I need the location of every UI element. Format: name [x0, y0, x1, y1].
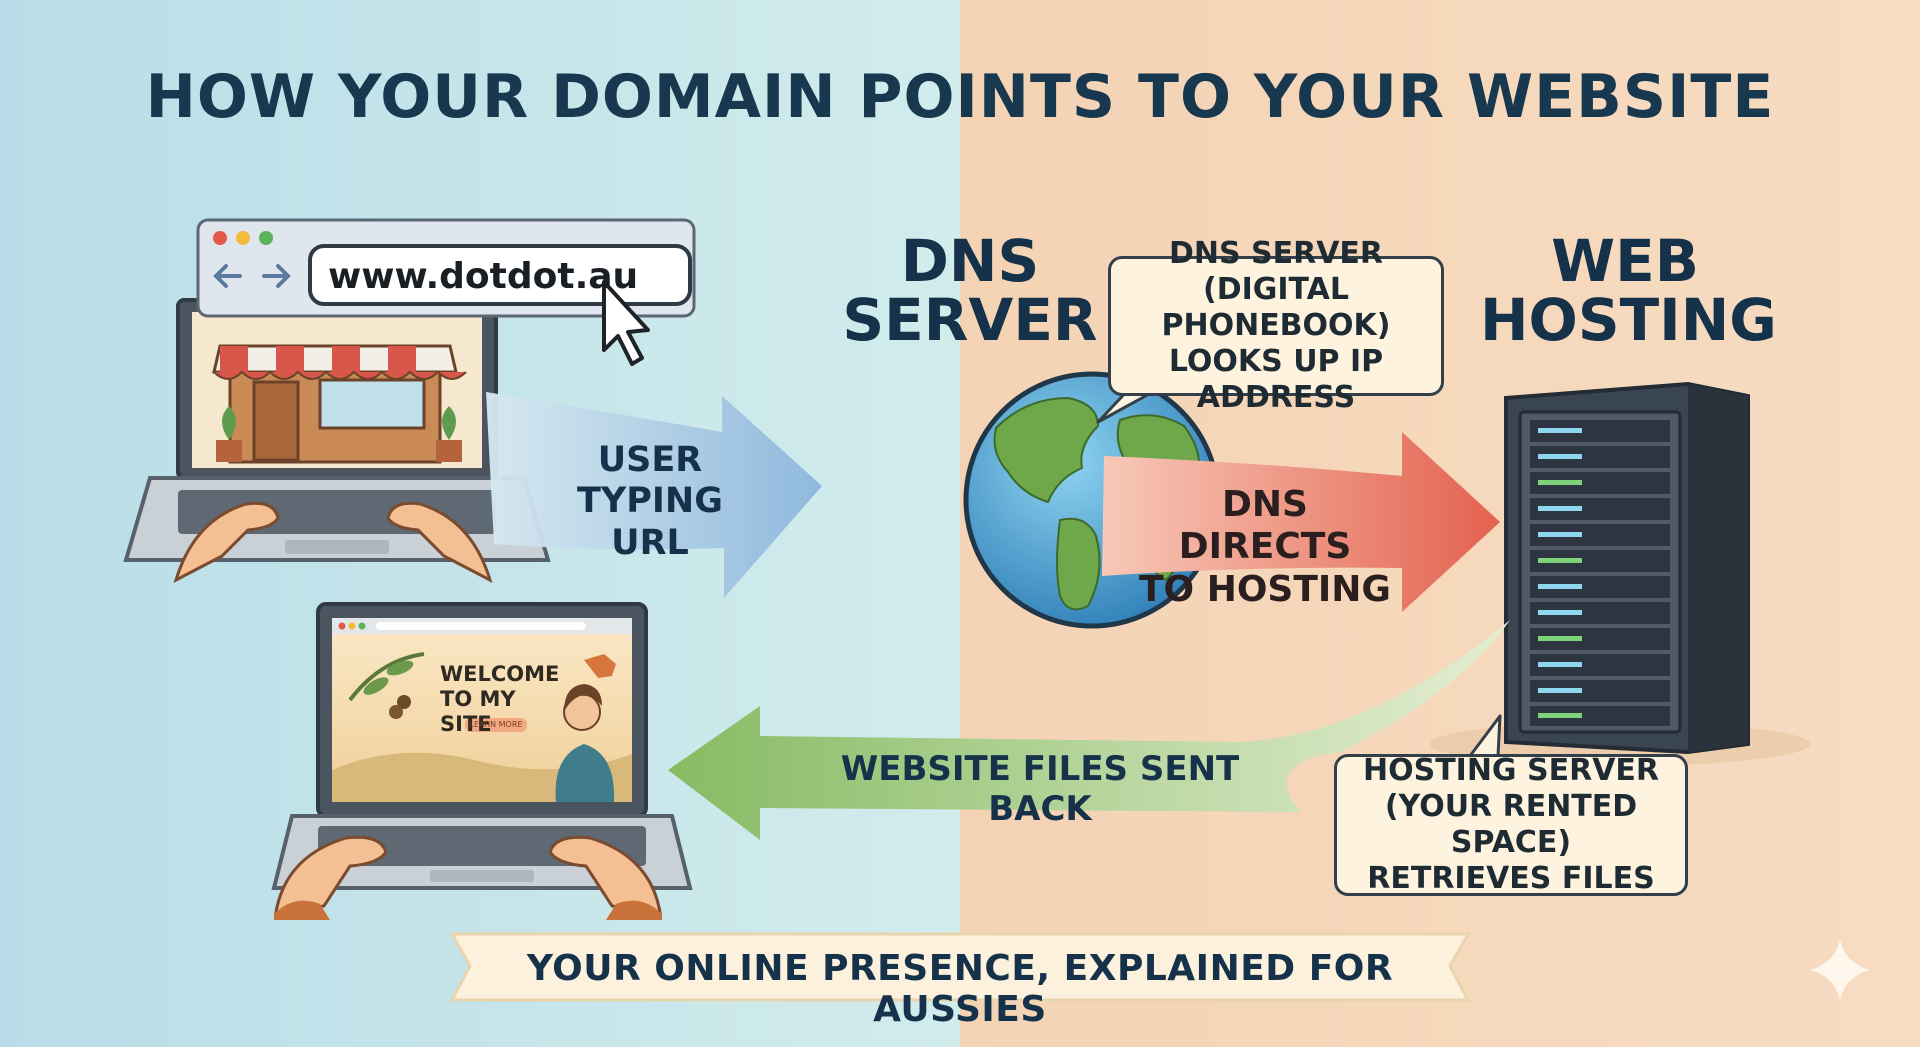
hosting-heading-line: WEB: [1551, 227, 1699, 295]
hosting-heading-line: HOSTING: [1480, 286, 1777, 355]
dns-directs-label: DNS DIRECTS TO HOSTING: [1135, 484, 1395, 611]
diagram-title: HOW YOUR DOMAIN POINTS TO YOUR WEBSITE: [145, 62, 1775, 132]
arrow-label-line: TYPING: [577, 481, 723, 522]
left-hand: [173, 501, 280, 583]
learn-more-label: LEARN MORE: [469, 720, 523, 729]
website-welcome-text: WELCOME TO MY SITE: [440, 662, 570, 738]
address-bar: [308, 244, 692, 306]
arrow-label-line: TO HOSTING: [1139, 568, 1391, 610]
server-rack-icon: [1430, 381, 1810, 766]
welcome-line: TO MY SITE: [440, 687, 516, 737]
bottom-banner: [449, 932, 1471, 1002]
sparkle-icon: [1810, 940, 1870, 1000]
laptop-top: [123, 298, 551, 583]
right-hand: [386, 501, 493, 583]
arrow-label-line: DNS DIRECTS: [1178, 484, 1352, 568]
browser-window: [196, 218, 696, 318]
arrow-dns-to-hosting: [1102, 432, 1500, 612]
url-text: www.dotdot.au: [328, 256, 639, 297]
laptop-bottom: [271, 602, 693, 920]
learn-more-button: [465, 718, 527, 732]
arrow-files-back: [668, 620, 1510, 840]
dns-server-heading: DNS SERVER: [840, 227, 1100, 355]
dns-speech-bubble: DNS SERVER (DIGITAL PHONEBOOK) LOOKS UP …: [1108, 236, 1444, 415]
bubble-line: (YOUR RENTED SPACE): [1384, 789, 1638, 860]
bubble-line: LOOKS UP IP ADDRESS: [1168, 344, 1384, 415]
arrow-label-line: USER: [597, 440, 703, 480]
welcome-line: WELCOME: [440, 662, 560, 686]
arrow-user-to-dns: [486, 392, 822, 598]
banner-text: YOUR ONLINE PRESENCE, EXPLAINED FOR AUSS…: [526, 948, 1394, 1030]
dns-heading-line: SERVER: [842, 286, 1098, 355]
files-sent-back-label: WEBSITE FILES SENT BACK: [840, 749, 1240, 830]
dns-heading-line: DNS: [900, 227, 1040, 295]
bubble-line: DNS SERVER: [1168, 236, 1384, 271]
storefront-illustration: [212, 344, 467, 464]
bubble-line: HOSTING SERVER: [1362, 753, 1660, 788]
hosting-speech-bubble: HOSTING SERVER (YOUR RENTED SPACE) RETRI…: [1334, 753, 1688, 896]
cursor-icon: [602, 280, 650, 366]
bubble-line: (DIGITAL PHONEBOOK): [1161, 272, 1391, 343]
bubble-line: RETRIEVES FILES: [1367, 861, 1655, 896]
user-typing-label: USER TYPING URL: [575, 440, 725, 564]
arrow-label-line: URL: [611, 522, 689, 563]
web-hosting-heading: WEB HOSTING: [1480, 227, 1777, 355]
